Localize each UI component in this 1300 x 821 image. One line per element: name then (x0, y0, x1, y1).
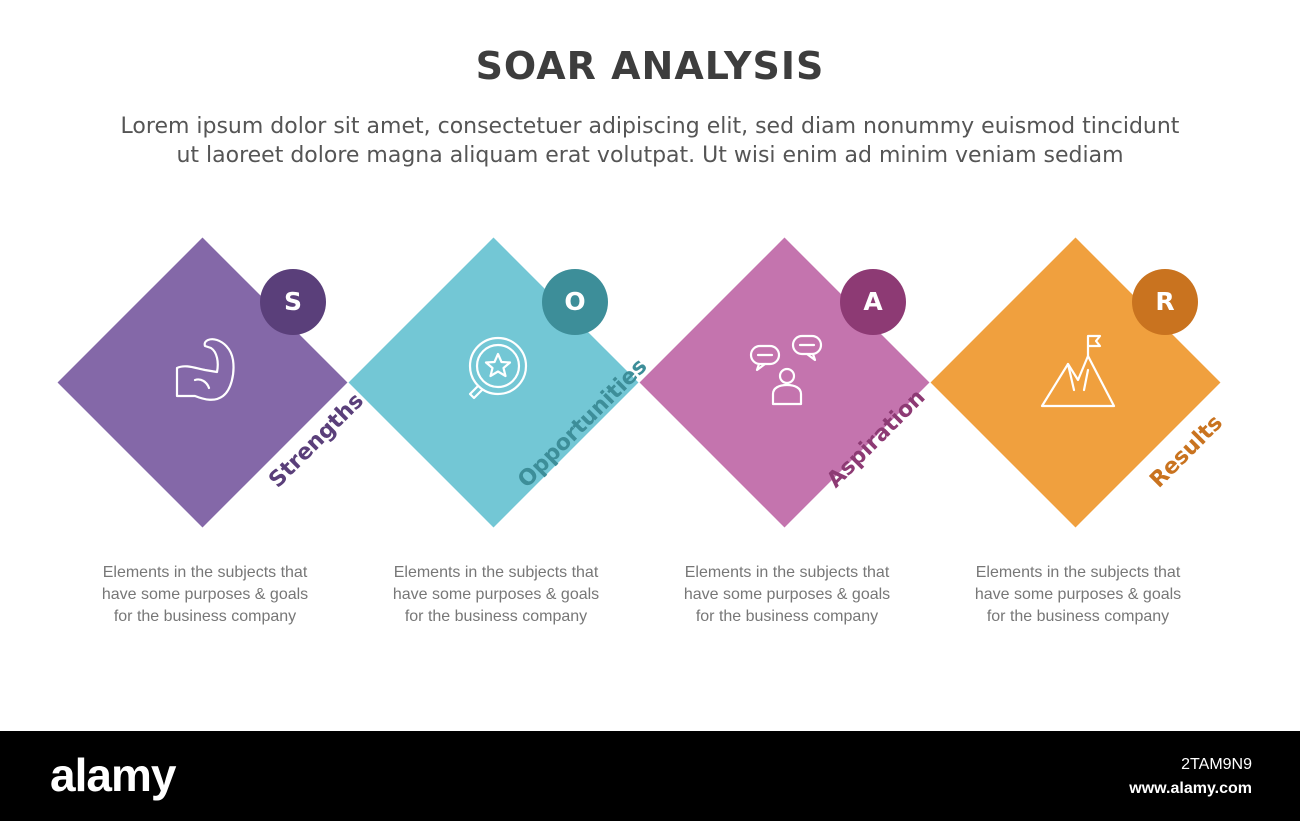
soar-item-results: R Results Elements in the subjects that … (930, 0, 1228, 700)
desc-line: Elements in the subjects that (975, 564, 1181, 581)
subtitle-line-2: ut laoreet dolore magna aliquam erat vol… (176, 143, 1124, 168)
mountain-flag-icon (1040, 334, 1116, 408)
desc-line: Elements in the subjects that (684, 564, 890, 581)
footer-bar (0, 731, 1300, 821)
letter-badge: A (840, 269, 906, 335)
chat-person-icon (749, 334, 823, 406)
item-description: Elements in the subjects that have some … (947, 562, 1209, 628)
page-subtitle: Lorem ipsum dolor sit amet, consectetuer… (70, 112, 1230, 170)
desc-line: for the business company (404, 608, 588, 625)
muscle-arm-icon (175, 338, 235, 401)
star-magnifier-icon (468, 336, 528, 400)
item-description: Elements in the subjects that have some … (656, 562, 918, 628)
desc-line: for the business company (695, 608, 879, 625)
item-description: Elements in the subjects that have some … (74, 562, 336, 628)
subtitle-line-1: Lorem ipsum dolor sit amet, consectetuer… (120, 114, 1180, 139)
desc-line: Elements in the subjects that (393, 564, 599, 581)
footer-url: www.alamy.com (1129, 780, 1252, 797)
soar-item-opportunities: O Opportunities Elements in the subjects… (348, 0, 652, 700)
soar-item-aspiration: A Aspiration Elements in the subjects th… (639, 0, 933, 700)
watermark-logo: alamy (50, 749, 176, 801)
item-description: Elements in the subjects that have some … (365, 562, 627, 628)
desc-line: have some purposes & goals (974, 586, 1182, 603)
desc-line: have some purposes & goals (101, 586, 309, 603)
page-title: SOAR ANALYSIS (475, 44, 825, 88)
desc-line: for the business company (113, 608, 297, 625)
letter-badge: O (542, 269, 608, 335)
desc-line: Elements in the subjects that (102, 564, 308, 581)
desc-line: have some purposes & goals (683, 586, 891, 603)
image-id: 2TAM9N9 (1181, 756, 1252, 773)
letter-badge: R (1132, 269, 1198, 335)
desc-line: have some purposes & goals (392, 586, 600, 603)
letter-badge: S (260, 269, 326, 335)
desc-line: for the business company (986, 608, 1170, 625)
soar-item-strengths: S Strengths Elements in the subjects tha… (57, 0, 369, 700)
